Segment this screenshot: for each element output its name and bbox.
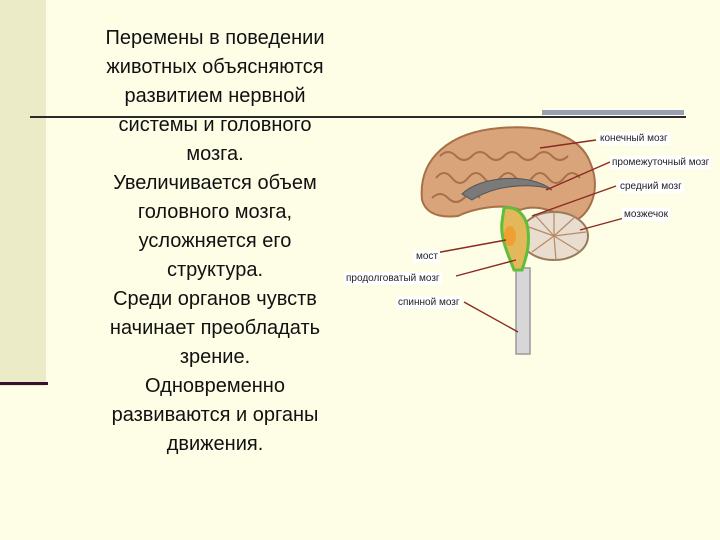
label-diencephalon: промежуточный мозг: [610, 156, 712, 169]
gyri-line: [435, 172, 581, 184]
text-line: Увеличивается объем: [113, 172, 317, 194]
cerebellum-folia: [525, 212, 587, 261]
text-line: развиваются и органы: [111, 404, 319, 426]
left-decor-line: [0, 382, 48, 385]
decor-tab: [542, 110, 684, 115]
label-medulla: продолговатый мозг: [344, 272, 442, 285]
pons-shape: [504, 226, 516, 246]
text-line: Одновременно: [145, 375, 285, 397]
text-line: начинает преобладать: [109, 317, 321, 339]
label-forebrain: конечный мозг: [598, 132, 670, 145]
text-line: головного мозга,: [137, 201, 293, 223]
brain-illustration: конечный мозг промежуточный мозг средний…: [340, 118, 720, 358]
text-line: системы и головного: [118, 114, 312, 136]
label-spinal-cord: спинной мозг: [396, 296, 462, 309]
label-midbrain: средний мозг: [618, 180, 684, 193]
left-decor-strip: [0, 0, 46, 386]
text-line: структура.: [167, 259, 263, 281]
corpus-callosum-shape: [461, 177, 553, 201]
text-line: движения.: [166, 433, 264, 455]
text-line: зрение.: [179, 346, 251, 368]
brain-diagram: [420, 126, 625, 355]
text-line: Перемены в поведении: [105, 27, 325, 49]
label-arrows: [429, 139, 625, 333]
slide-text: Перемены в поведении животных объясняютс…: [60, 24, 370, 459]
label-cerebellum: мозжечок: [622, 208, 670, 221]
text-line: развитием нервной: [124, 85, 306, 107]
gyri-line: [439, 151, 569, 161]
text-line: усложняется его: [138, 230, 292, 252]
text-line: Среди органов чувств: [113, 288, 317, 310]
label-pons: мост: [414, 250, 441, 263]
text-line: животных объясняются: [106, 56, 324, 78]
horizontal-rule: [30, 116, 686, 118]
spinal-cord-shape: [515, 267, 531, 355]
text-line: мозга.: [186, 143, 244, 165]
